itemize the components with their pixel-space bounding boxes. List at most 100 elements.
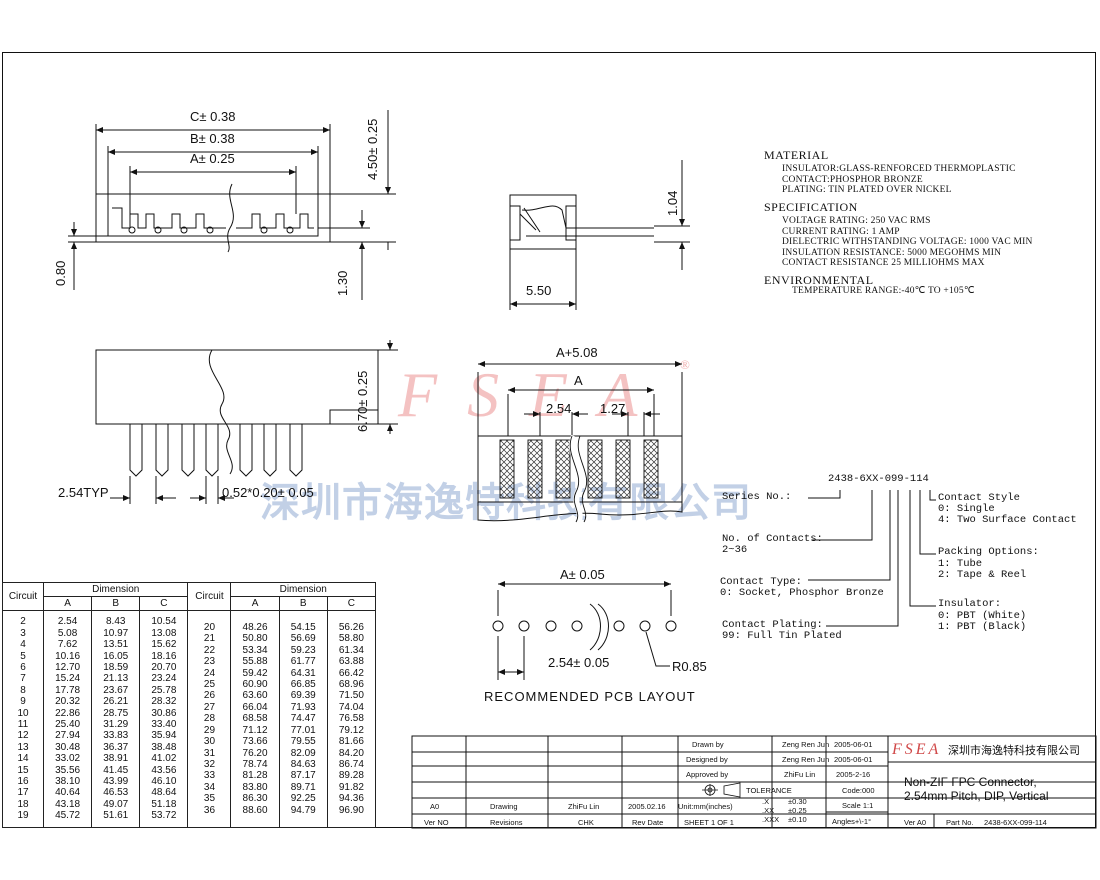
table-cell: 10	[17, 707, 29, 719]
table-cell: 23.67	[103, 684, 129, 696]
drawn-by-date: 2005-06-01	[834, 740, 873, 749]
scale-label: Scale 1:1	[842, 801, 874, 810]
revisions-label: Revisions	[490, 818, 523, 827]
tol-x: .X	[762, 797, 770, 806]
table-cell: 49.07	[103, 798, 129, 810]
table-cell: 64.31	[290, 667, 316, 679]
part-code: 2438-6XX-099-114	[828, 473, 929, 485]
drawing-title-line1: Non-ZIF FPC Connector,	[904, 775, 1037, 789]
dim-pin-label: 0.52*0.20± 0.05	[222, 485, 314, 500]
table-cell: 10.54	[151, 616, 177, 628]
spec-line: PLATING: TIN PLATED OVER NICKEL	[782, 185, 952, 195]
spec-line: CURRENT RATING: 1 AMP	[782, 227, 900, 237]
table-cell: 35.56	[55, 764, 81, 776]
approved-by-date: 2005-2-16	[836, 770, 871, 779]
table-cell: 31	[203, 747, 216, 759]
part-no-value: 2438-6XX-099-114	[984, 818, 1047, 827]
table-cell: 53.72	[151, 810, 177, 822]
table-cell: 15.62	[151, 639, 177, 651]
table-cell: 28.32	[151, 696, 177, 708]
table-cell: 26.21	[103, 696, 129, 708]
spec-line: TEMPERATURE RANGE:-40℃ TO +105℃	[792, 286, 975, 296]
front-view-outline	[95, 340, 398, 504]
table-cell: 86.30	[242, 793, 268, 805]
dim-b-label: B± 0.38	[190, 131, 235, 146]
table-cell: 79.12	[338, 724, 364, 736]
table-cell: 66.04	[242, 701, 268, 713]
table-cell: 91.82	[338, 781, 364, 793]
checked-date: 2005.02.16	[628, 802, 666, 811]
rev-date-label: Rev Date	[632, 818, 664, 827]
table-cell: 51.18	[151, 798, 177, 810]
dim-127-label: 1.27	[600, 401, 626, 416]
specification-heading: SPECIFICATION	[764, 200, 858, 214]
table-cell: 17	[17, 787, 29, 799]
watermark-registered-mark: ®	[680, 357, 690, 372]
table-cell: 7.62	[57, 639, 78, 651]
insulator-value: 1: PBT (Black)	[938, 621, 1027, 633]
table-cell: 81.28	[242, 770, 268, 782]
table-cell: 58.80	[338, 633, 364, 645]
table-cell: 14	[17, 753, 29, 765]
table-cell: 78.74	[242, 758, 268, 770]
table-cell: 56.26	[338, 622, 364, 634]
table-cell: 20.70	[151, 661, 177, 673]
chk-label: CHK	[578, 818, 594, 827]
table-cell: 28.75	[103, 707, 129, 719]
table-cell: 40.64	[55, 787, 81, 799]
table-cell: 59.42	[242, 667, 268, 679]
spec-line: CONTACT:PHOSPHOR BRONZE	[782, 175, 923, 185]
table-cell: 55.88	[242, 656, 268, 668]
tol-xxx-value: ±0.10	[788, 815, 807, 824]
rev-drawing: Drawing	[490, 802, 518, 811]
table-cell: 73.66	[242, 736, 268, 748]
table-cell: 54.15	[290, 622, 316, 634]
table-cell: 15	[17, 764, 29, 776]
table-cell: 89.71	[290, 781, 316, 793]
table-cell: 30.86	[151, 707, 177, 719]
table-cell: 74.47	[290, 713, 316, 725]
series-label: Series No.:	[722, 491, 792, 503]
table-cell: 96.90	[338, 804, 364, 816]
table-cell: 66.85	[290, 679, 316, 691]
part-code-leaders	[808, 490, 936, 627]
table-cell: 92.25	[290, 793, 316, 805]
dim-a-board-label: A	[574, 373, 583, 388]
insulator-label: Insulator:	[938, 598, 1002, 610]
table-cell: 26	[203, 690, 216, 702]
table-cell: 53.34	[242, 644, 268, 656]
table-cell: 38.10	[55, 776, 81, 788]
table-cell: 46.10	[151, 776, 177, 788]
table-cell: 81.66	[338, 736, 364, 748]
table-cell: 31.29	[103, 719, 129, 730]
table-cell: 48.64	[151, 787, 177, 799]
dim-pitch-label: 2.54TYP	[58, 485, 109, 500]
table-cell: 11	[17, 719, 29, 730]
table-cell: 51.61	[103, 810, 129, 822]
table-cell: 41.02	[151, 753, 177, 765]
table-cell: 69.39	[290, 690, 316, 702]
table-cell: 20.32	[55, 696, 81, 708]
table-cell: 34	[203, 781, 216, 793]
tolerance-label: TOLERANCE	[746, 786, 792, 795]
table-cell: 71.12	[242, 724, 268, 736]
table-cell: 33.40	[151, 719, 177, 730]
table-cell: 25	[203, 679, 216, 691]
packing-value: 1: Tube	[938, 558, 983, 570]
table-cell: 36.37	[103, 741, 129, 753]
tol-x-value: ±0.30	[788, 797, 807, 806]
style-value: 0: Single	[938, 503, 995, 515]
approved-by-name: ZhiFu Lin	[784, 770, 816, 779]
table-cell: 48.26	[242, 622, 268, 634]
pcb-radius-label: R0.85	[672, 659, 707, 674]
designed-by-name: Zeng Ren Jun	[782, 755, 830, 764]
spec-line: INSULATOR:GLASS-RENFORCED THERMOPLASTIC	[782, 164, 1016, 174]
dim-550-label: 5.50	[526, 283, 552, 298]
table-cell: 35	[203, 793, 216, 805]
table-cell: 35.94	[151, 730, 177, 742]
